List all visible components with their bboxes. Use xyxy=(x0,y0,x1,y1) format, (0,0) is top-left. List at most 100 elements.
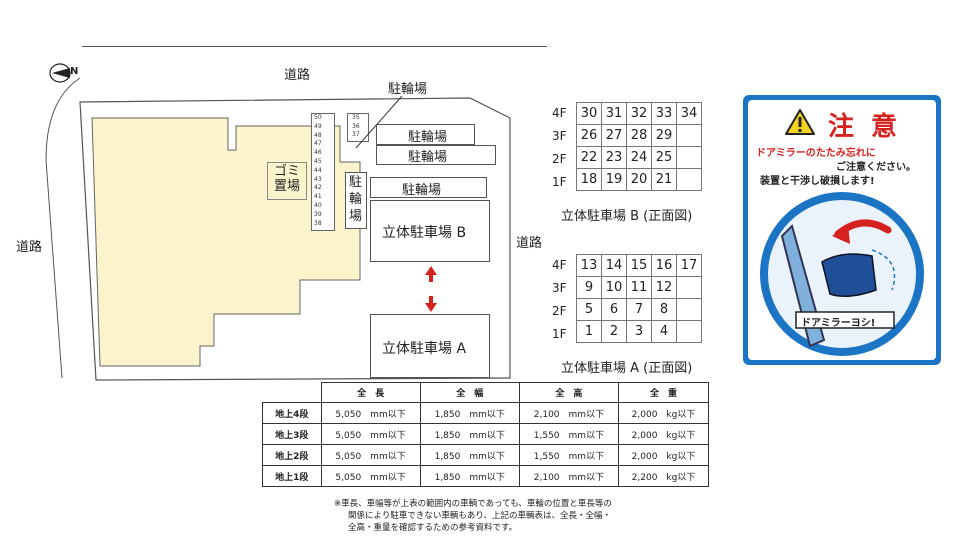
warning-line-2: ご注意ください。 xyxy=(836,162,916,173)
parking-slot-number: 40 xyxy=(314,202,322,209)
spec-value-cell: 1,850 mm以下 xyxy=(419,444,520,466)
parking-slot-number: 50 xyxy=(314,114,322,121)
parking-b-caption: 立体駐車場 B (正面図) xyxy=(561,209,693,224)
parking-a-area xyxy=(370,314,490,378)
spec-value-cell: 1,850 mm以下 xyxy=(419,402,520,424)
parking-space-cell: 26 xyxy=(576,124,602,147)
parking-space-cell xyxy=(676,146,702,169)
warning-line-1-text: ドアミラーのたたみ忘れに xyxy=(756,148,876,159)
parking-b-label: 立体駐車場 B xyxy=(382,225,467,241)
parking-space-cell: 10 xyxy=(601,276,627,299)
spec-header-cell: 全 長 xyxy=(320,382,421,403)
parking-space-cell: 3 xyxy=(626,320,652,343)
parking-space-cell: 32 xyxy=(626,102,652,125)
spec-header-cell: 全 高 xyxy=(518,382,620,403)
parking-slot-number: 42 xyxy=(314,184,322,192)
parking-space-cell: 30 xyxy=(576,102,602,125)
garbage-label: ゴミ 置場 xyxy=(274,164,301,194)
spec-value-cell: 5,050 mm以下 xyxy=(320,465,421,487)
spec-value-cell: 2,000 kg以下 xyxy=(618,444,709,466)
compass-icon: N xyxy=(48,62,78,84)
spec-value-cell: 5,050 mm以下 xyxy=(320,444,421,466)
road-right-label: 道路 xyxy=(516,236,543,251)
parking-slot-number: 46 xyxy=(314,149,322,157)
spec-level-cell: 地上4段 xyxy=(262,402,322,424)
parking-space-cell: 17 xyxy=(676,254,702,277)
spec-value-cell: 2,000 kg以下 xyxy=(618,402,709,424)
parking-slot-number: 36 xyxy=(352,122,360,130)
bicycle-area-vertical xyxy=(345,172,367,229)
spec-value-cell: 1,850 mm以下 xyxy=(419,465,520,487)
parking-slot-number: 37 xyxy=(352,131,360,139)
floor-label: 3F xyxy=(552,281,567,295)
spec-header-cell: 全 幅 xyxy=(419,382,520,403)
parking-space-cell: 14 xyxy=(601,254,627,277)
parking-space-cell: 29 xyxy=(651,124,677,147)
spec-header-cell: 全 重 xyxy=(618,382,709,403)
bicycle-area-2 xyxy=(376,145,496,165)
parking-space-cell: 2 xyxy=(601,320,627,343)
parking-space-cell xyxy=(676,298,702,321)
warning-line-1: ドアミラーのたたみ忘れに xyxy=(756,144,876,159)
floor-label: 1F xyxy=(552,175,567,189)
floor-label: 2F xyxy=(552,152,567,166)
floor-label: 4F xyxy=(552,106,567,120)
parking-space-cell: 9 xyxy=(576,276,602,299)
spec-level-cell: 地上2段 xyxy=(262,444,322,466)
parking-slot-number: 38 xyxy=(314,219,322,227)
spec-note-line: 全高・重量を確認するための参考資料です。 xyxy=(348,523,518,533)
road-left-label: 道路 xyxy=(16,240,43,255)
parking-slot-number: 39 xyxy=(314,210,322,218)
parking-space-cell: 31 xyxy=(601,102,627,125)
spec-header-row: 全 長全 幅全 高全 重 xyxy=(263,382,709,403)
parking-space-cell: 4 xyxy=(651,320,677,343)
parking-space-cell: 22 xyxy=(576,146,602,169)
warning-sign: 注 意 ドアミラーのたたみ忘れに ご注意ください。 装置と干渉し破損します! ド… xyxy=(743,95,941,365)
parking-space-cell: 34 xyxy=(676,102,702,125)
warning-triangle-icon xyxy=(785,109,815,135)
parking-space-cell: 18 xyxy=(576,168,602,191)
spec-level-cell: 地上3段 xyxy=(262,423,322,445)
floor-label: 4F xyxy=(552,258,567,272)
slot-column-left xyxy=(311,113,335,231)
parking-space-cell: 6 xyxy=(601,298,627,321)
parking-slot-number: 35 xyxy=(352,114,360,121)
spec-value-cell: 2,200 kg以下 xyxy=(618,465,709,487)
spec-value-cell: 2,000 kg以下 xyxy=(618,423,709,445)
parking-space-cell xyxy=(676,168,702,191)
parking-space-cell: 7 xyxy=(626,298,652,321)
parking-space-cell xyxy=(676,320,702,343)
floor-label: 1F xyxy=(552,327,567,341)
site-outline xyxy=(45,77,511,381)
warning-line-3: 装置と干渉し破損します! xyxy=(760,176,875,187)
bicycle-area-2-label: 駐輪場 xyxy=(408,150,448,165)
spec-corner-cell xyxy=(263,383,322,403)
spec-level-cell: 地上1段 xyxy=(262,465,322,487)
bicycle-area-1-label: 駐輪場 xyxy=(408,130,448,145)
parking-slot-number: 45 xyxy=(314,158,322,165)
parking-space-cell: 15 xyxy=(626,254,652,277)
parking-space-cell: 20 xyxy=(626,168,652,191)
bicycle-area-3-label: 駐輪場 xyxy=(402,183,442,198)
garbage-area xyxy=(267,162,307,200)
double-arrow-icon xyxy=(425,266,437,312)
parking-space-cell: 19 xyxy=(601,168,627,191)
parking-slot-number: 43 xyxy=(314,175,322,183)
parking-a-caption: 立体駐車場 A (正面図) xyxy=(561,361,693,376)
spec-note-line: ※車長、車幅等が上表の範囲内の車輌であっても、車輪の位置と車長等の xyxy=(334,499,612,509)
spec-value-cell: 5,050 mm以下 xyxy=(320,423,421,445)
parking-space-cell: 23 xyxy=(601,146,627,169)
mirror-check-bubble: ドアミラーヨシ! xyxy=(801,318,876,329)
spec-value-cell: 1,550 mm以下 xyxy=(518,444,620,466)
parking-space-cell xyxy=(676,276,702,299)
